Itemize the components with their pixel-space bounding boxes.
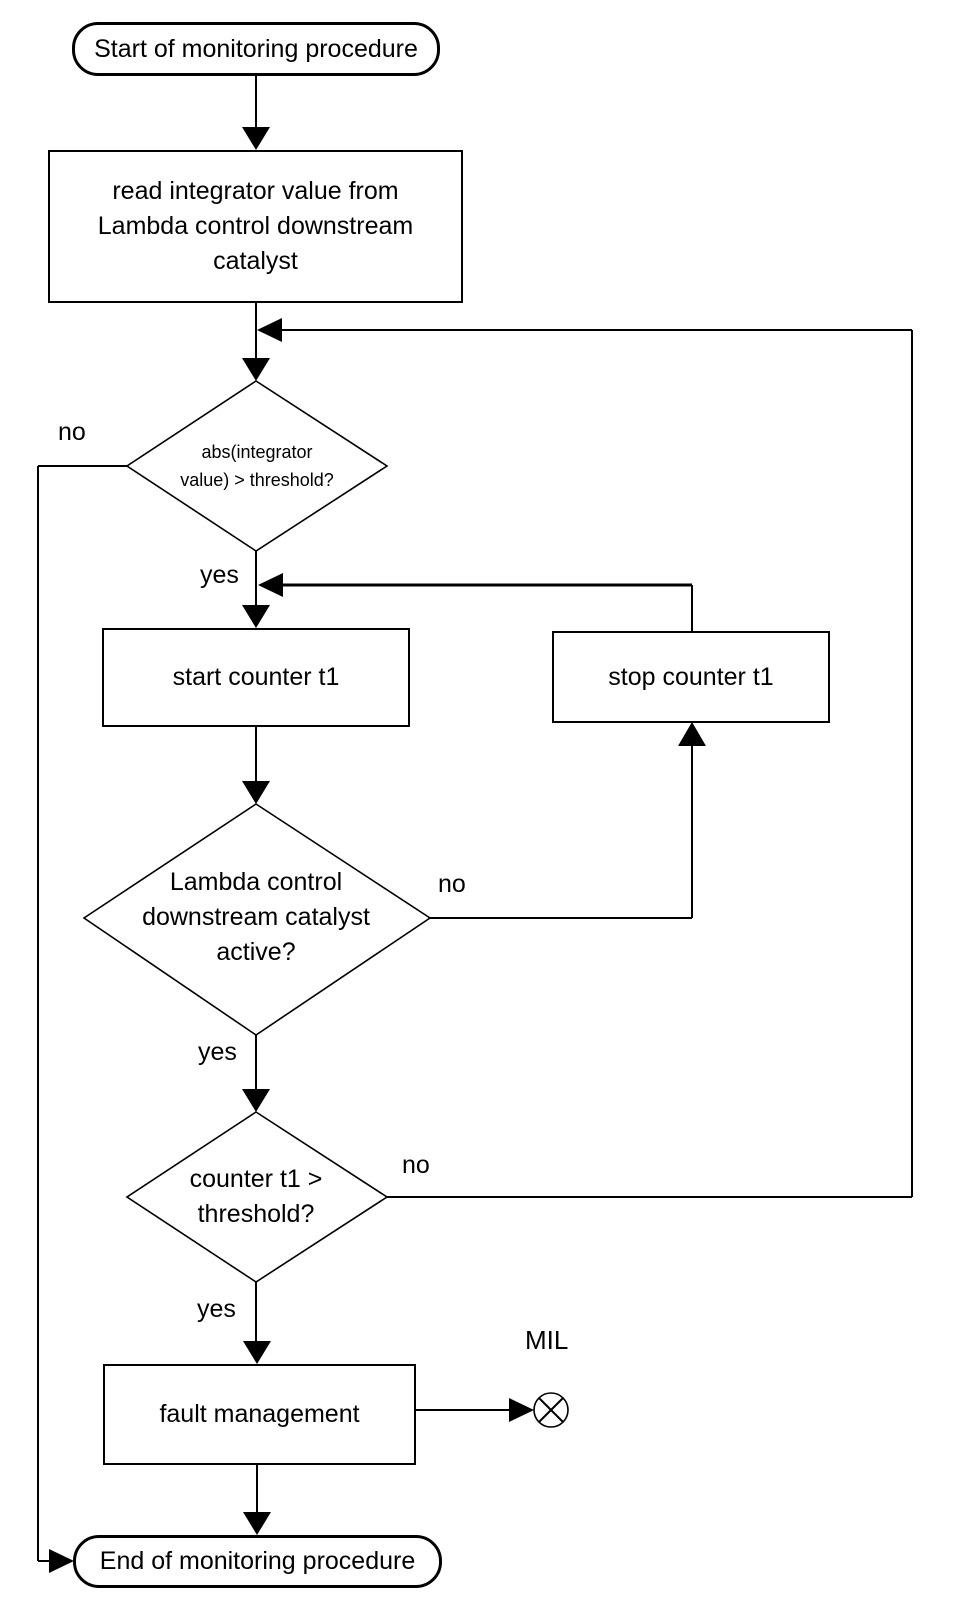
- end-terminal: End of monitoring procedure: [73, 1535, 442, 1588]
- arrowhead-down-icon: [243, 1512, 271, 1535]
- arrowhead-down-icon: [242, 605, 270, 628]
- label-counter-threshold-no: no: [402, 1151, 430, 1179]
- process-fault-management: fault management: [103, 1364, 416, 1465]
- arrowhead-down-icon: [242, 358, 270, 381]
- arrowhead-down-icon: [243, 1341, 271, 1364]
- process-start-counter: start counter t1: [102, 628, 410, 727]
- label-lambda-active-yes: yes: [198, 1038, 237, 1066]
- label-mil: MIL: [525, 1325, 569, 1355]
- arrowhead-down-icon: [242, 781, 270, 804]
- label-abs-threshold-yes: yes: [200, 561, 239, 589]
- process-stop-counter: stop counter t1: [552, 631, 830, 723]
- start-terminal: Start of monitoring procedure: [72, 22, 440, 76]
- arrowhead-right-icon: [509, 1398, 534, 1422]
- arrowhead-down-icon: [242, 127, 270, 150]
- decision-abs-threshold-text: abs(integrator value) > threshold?: [180, 442, 334, 490]
- arrowhead-left-icon: [257, 318, 282, 342]
- process-read-integrator: read integrator value from Lambda contro…: [48, 150, 463, 303]
- arrowhead-left-icon: [258, 573, 283, 597]
- arrowhead-up-icon: [678, 722, 706, 746]
- label-abs-threshold-no: no: [58, 418, 86, 446]
- arrowhead-down-icon: [242, 1089, 270, 1112]
- mil-lamp-icon: [533, 1392, 569, 1428]
- label-counter-threshold-yes: yes: [197, 1295, 236, 1323]
- label-lambda-active-no: no: [438, 870, 466, 898]
- decision-counter-threshold-text: counter t1 > threshold?: [189, 1165, 323, 1228]
- arrowhead-right-icon: [49, 1549, 74, 1573]
- decision-lambda-active-text: Lambda control downstream catalyst activ…: [142, 867, 370, 966]
